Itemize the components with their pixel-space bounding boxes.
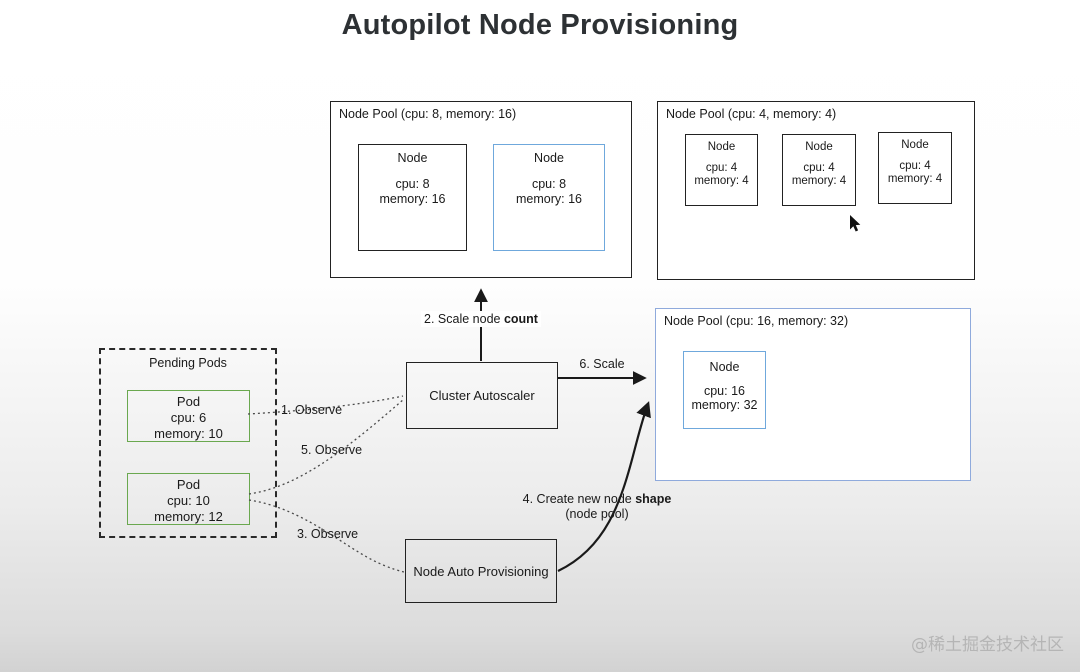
node-pool-cpu4-mem4: Node Pool (cpu: 4, memory: 4) Node cpu: … bbox=[657, 101, 975, 280]
node-cpu: cpu: 16 bbox=[703, 384, 745, 398]
node-memory: memory: 4 bbox=[887, 173, 943, 185]
node-pool-cpu16-mem32: Node Pool (cpu: 16, memory: 32) Node cpu… bbox=[655, 308, 971, 481]
watermark: @稀土掘金技术社区 bbox=[911, 635, 1064, 655]
node-auto-provisioning-box: Node Auto Provisioning bbox=[405, 539, 557, 603]
node-memory: memory: 16 bbox=[516, 192, 582, 206]
node-memory: memory: 32 bbox=[691, 398, 758, 412]
cluster-autoscaler-box: Cluster Autoscaler bbox=[406, 362, 558, 429]
pending-pod-1: Pod cpu: 6 memory: 10 bbox=[127, 390, 250, 442]
observe-1-label: 1. Observe bbox=[281, 403, 343, 417]
scale-node-count-label: 2. Scale node count bbox=[421, 311, 541, 327]
pod-memory: memory: 12 bbox=[154, 509, 223, 524]
node-pool-cpu8-mem16: Node Pool (cpu: 8, memory: 16) Node cpu:… bbox=[330, 101, 632, 278]
node-cpu8-mem16-new: Node cpu: 8 memory: 16 bbox=[493, 144, 605, 251]
create-node-shape-subtext: (node pool) bbox=[565, 507, 629, 521]
node-pool-label: Node Pool (cpu: 4, memory: 4) bbox=[666, 107, 837, 121]
create-node-shape-arrow bbox=[557, 401, 651, 572]
pending-pods-label: Pending Pods bbox=[149, 356, 227, 370]
node-cpu: cpu: 8 bbox=[395, 177, 430, 191]
node-cpu: cpu: 4 bbox=[705, 162, 738, 174]
node-memory: memory: 4 bbox=[694, 175, 749, 187]
node-cpu4-mem4-1: Node cpu: 4 memory: 4 bbox=[685, 134, 758, 206]
pod-memory: memory: 10 bbox=[154, 426, 223, 441]
pending-pod-2: Pod cpu: 10 memory: 12 bbox=[127, 473, 250, 525]
observe-3-label: 3. Observe bbox=[297, 527, 359, 541]
node-memory: memory: 4 bbox=[791, 175, 847, 187]
node-cpu: cpu: 4 bbox=[899, 160, 931, 172]
node-cpu4-mem4-3: Node cpu: 4 memory: 4 bbox=[878, 132, 952, 204]
pod-cpu: cpu: 10 bbox=[167, 493, 210, 508]
node-cpu: cpu: 8 bbox=[531, 177, 567, 191]
node-pool-label: Node Pool (cpu: 8, memory: 16) bbox=[339, 107, 517, 121]
node-cpu: cpu: 4 bbox=[803, 162, 835, 174]
node-cpu4-mem4-2: Node cpu: 4 memory: 4 bbox=[782, 134, 856, 206]
node-cpu16-mem32: Node cpu: 16 memory: 32 bbox=[683, 351, 766, 429]
create-node-shape-label: 4. Create new node shape (node pool) bbox=[522, 492, 672, 521]
page-title: Autopilot Node Provisioning bbox=[341, 9, 739, 41]
pod-cpu: cpu: 6 bbox=[170, 410, 207, 425]
pending-pods-group: Pending Pods Pod cpu: 6 memory: 10 Pod c… bbox=[99, 348, 277, 538]
scale-label: 6. Scale bbox=[579, 357, 625, 371]
node-pool-label: Node Pool (cpu: 16, memory: 32) bbox=[664, 314, 849, 328]
node-cpu8-mem16-existing: Node cpu: 8 memory: 16 bbox=[358, 144, 467, 251]
node-memory: memory: 16 bbox=[379, 192, 446, 206]
observe-5-label: 5. Observe bbox=[301, 443, 363, 457]
